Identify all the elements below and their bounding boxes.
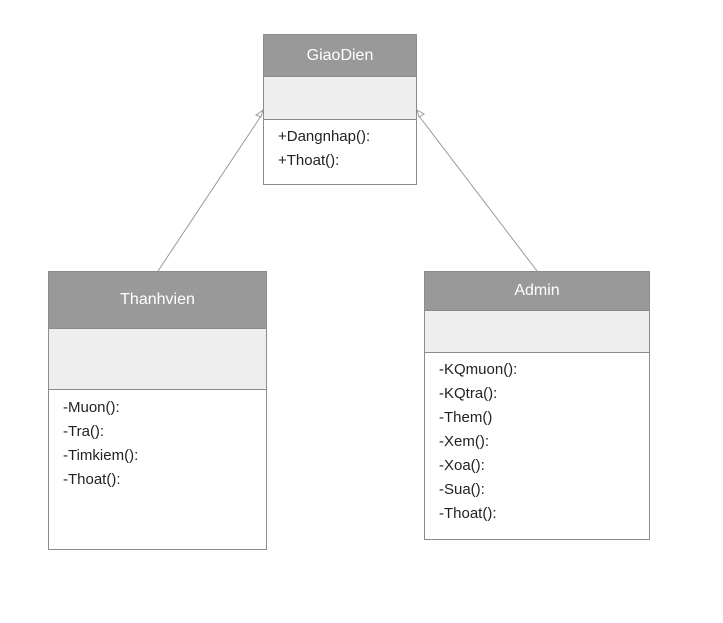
class-methods: +Dangnhap(): +Thoat():	[264, 120, 416, 173]
method: -Xem():	[439, 433, 489, 450]
class-attributes	[264, 77, 416, 120]
class-methods: -KQmuon(): -KQtra(): -Them() -Xem(): -Xo…	[425, 353, 649, 526]
class-giaodien[interactable]: GiaoDien +Dangnhap(): +Thoat():	[263, 34, 417, 185]
method: -Tra():	[63, 423, 105, 440]
class-name: Admin	[425, 272, 649, 311]
class-name: GiaoDien	[264, 35, 416, 77]
method: -Sua():	[439, 481, 485, 498]
class-admin[interactable]: Admin -KQmuon(): -KQtra(): -Them() -Xem(…	[424, 271, 650, 540]
method: -Xoa():	[439, 457, 485, 474]
class-methods: -Muon(): -Tra(): -Timkiem(): -Thoat():	[49, 390, 266, 492]
method: -Thoat():	[439, 505, 497, 522]
method: -Them()	[439, 409, 493, 426]
method: -KQmuon():	[439, 361, 518, 378]
generalization-thanhvien-to-giaodien	[157, 108, 264, 272]
class-attributes	[425, 311, 649, 353]
inheritance-arrowhead	[416, 108, 425, 118]
inheritance-arrowhead	[254, 108, 264, 118]
method: -Muon():	[63, 399, 120, 416]
method: +Thoat():	[278, 152, 340, 169]
method: -Timkiem():	[63, 447, 139, 464]
class-name: Thanhvien	[49, 272, 266, 329]
generalization-admin-to-giaodien	[416, 108, 538, 272]
method: -KQtra():	[439, 385, 498, 402]
class-thanhvien[interactable]: Thanhvien -Muon(): -Tra(): -Timkiem(): -…	[48, 271, 267, 550]
method: -Thoat():	[63, 471, 121, 488]
class-attributes	[49, 329, 266, 390]
method: +Dangnhap():	[278, 128, 371, 145]
